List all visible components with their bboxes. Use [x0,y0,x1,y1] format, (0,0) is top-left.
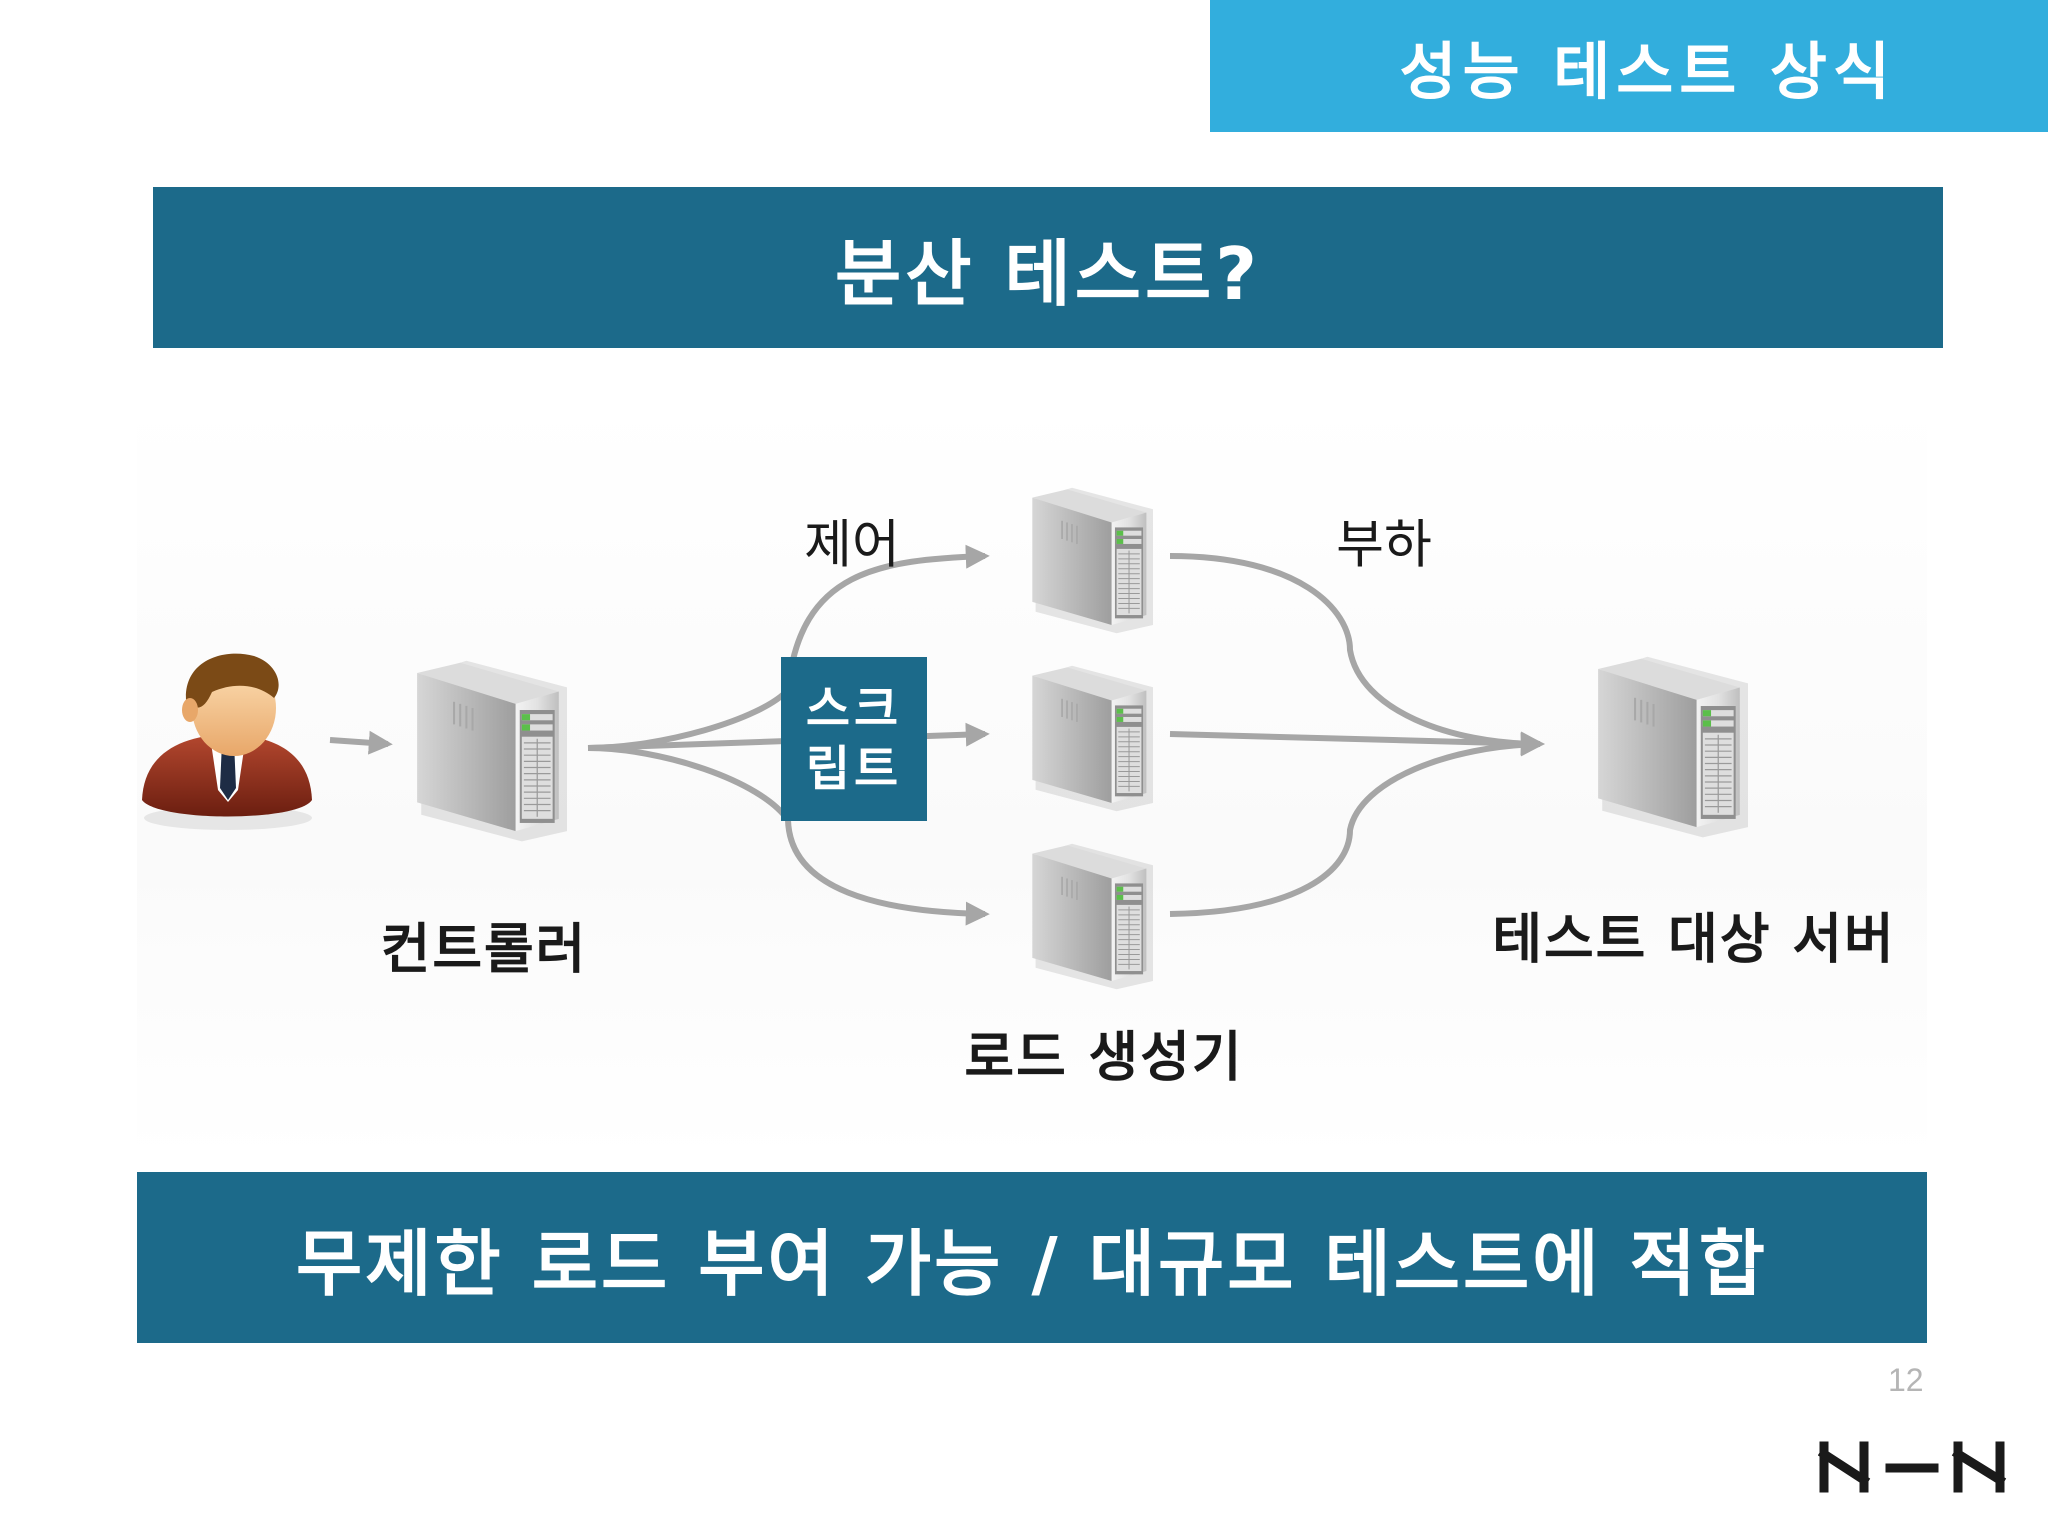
node-label-load-generator: 로드 생성기 [964,1025,1244,1089]
nhn-logo-icon [1818,1441,2007,1493]
summary-banner: 무제한 로드 부여 가능 / 대규모 테스트에 적합 [137,1172,1927,1343]
edge-label-load: 부하 [1336,515,1432,576]
script-box: 스크 립트 [781,657,927,821]
arrow-lg-top-to-target [1169,553,1545,756]
section-tag: 성능 테스트 상식 [1210,0,2048,132]
script-box-line-2: 립트 [805,741,903,797]
arrow-user-to-controller [329,730,393,755]
load-generator-server-3-icon [1031,842,1153,991]
arrow-lg-mid-to-target [1169,731,1545,756]
node-label-controller: 컨트롤러 [380,917,588,981]
user-icon [142,653,312,830]
slide-title: 분산 테스트? [153,187,1943,348]
edge-label-control: 제어 [804,515,900,576]
controller-server-icon [415,659,567,843]
target-server-icon [1596,655,1748,839]
node-label-target-server: 테스트 대상 서버 [1492,907,1896,971]
script-box-line-1: 스크 [805,681,903,737]
load-generator-server-1-icon [1031,486,1153,635]
page-number: 12 [1888,1362,1924,1398]
arrow-lg-bottom-to-target [1169,732,1545,917]
load-generator-server-2-icon [1031,664,1153,813]
